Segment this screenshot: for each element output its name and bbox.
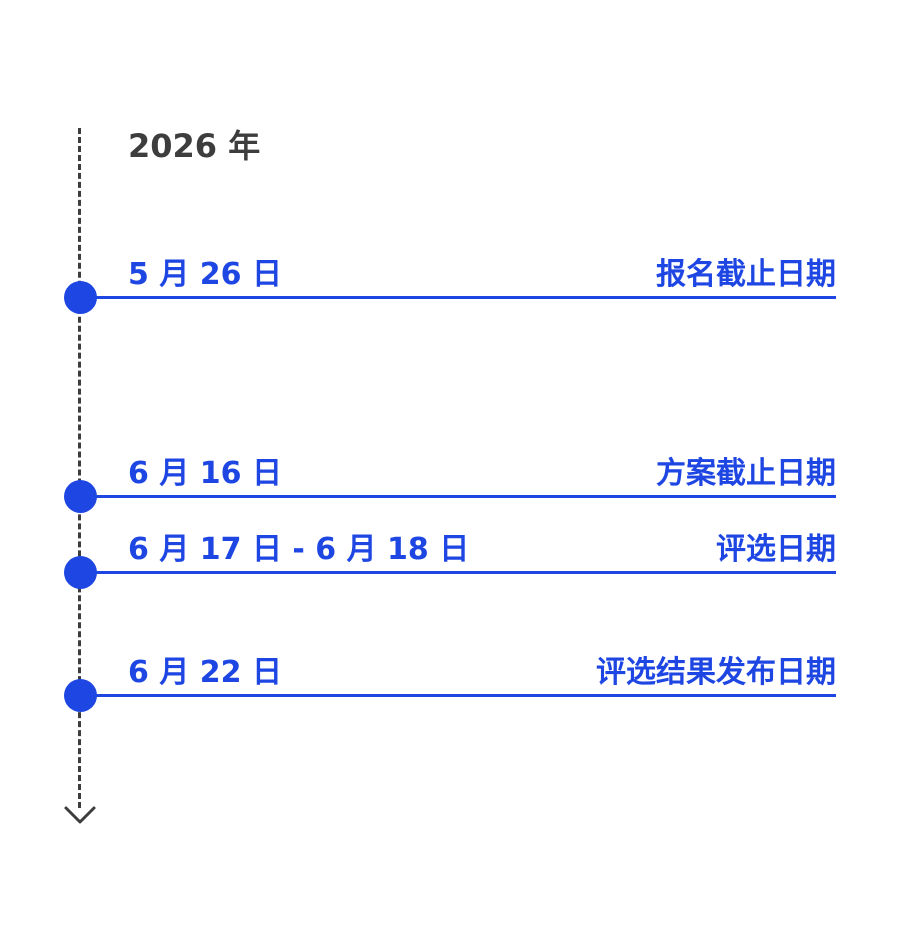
event-date: 6 月 16 日	[128, 456, 282, 491]
event-dot	[64, 556, 97, 589]
event-line	[80, 694, 836, 697]
event-dot	[64, 679, 97, 712]
timeline-event: 6 月 17 日 - 6 月 18 日 评选日期	[64, 532, 836, 589]
event-label: 评选日期	[716, 532, 836, 567]
event-date: 6 月 22 日	[128, 655, 282, 690]
event-label: 报名截止日期	[656, 257, 836, 292]
event-date: 6 月 17 日 - 6 月 18 日	[128, 532, 470, 567]
event-date: 5 月 26 日	[128, 257, 282, 292]
event-label: 方案截止日期	[656, 456, 836, 491]
event-line	[80, 495, 836, 498]
event-line	[80, 571, 836, 574]
arrow-down-icon	[64, 806, 96, 824]
timeline-event: 5 月 26 日 报名截止日期	[64, 257, 836, 314]
event-dot	[64, 480, 97, 513]
timeline-event: 6 月 16 日 方案截止日期	[64, 456, 836, 513]
timeline-axis	[78, 128, 81, 808]
event-line	[80, 296, 836, 299]
event-dot	[64, 281, 97, 314]
event-label: 评选结果发布日期	[596, 655, 836, 690]
year-title: 2026 年	[128, 127, 261, 165]
timeline-event: 6 月 22 日 评选结果发布日期	[64, 655, 836, 712]
